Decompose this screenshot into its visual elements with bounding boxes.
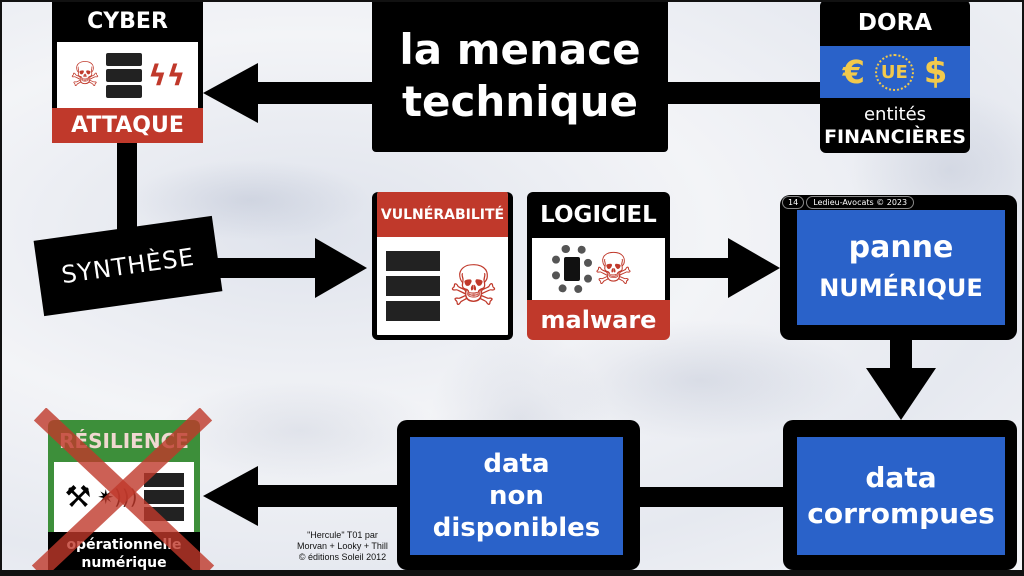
entites-label: entités [863, 103, 927, 125]
arrow-right-to-vulnerabilite [315, 238, 367, 298]
financieres-label: FINANCIÈRES [824, 125, 966, 148]
connector-bottom-left [255, 485, 405, 507]
credit-line3: © éditions Soleil 2012 [298, 552, 387, 562]
data-non-disponibles-box: data non disponibles [397, 420, 640, 570]
dora-box: DORA € UE $ entités FINANCIÈRES [820, 0, 970, 153]
non-dispo-line1: data [483, 449, 550, 479]
operationnelle-label: opérationnelle [66, 537, 182, 553]
arrow-right-to-panne [728, 238, 780, 298]
server-icon [106, 52, 143, 98]
connector-panne-down [890, 338, 912, 373]
logiciel-box: LOGICIEL ☠ malware [527, 192, 670, 340]
corrompues-line1: data [865, 461, 937, 494]
corrompues-line2: corrompues [807, 497, 995, 530]
attaque-label: ATTAQUE [52, 108, 203, 143]
panne-label: panne [848, 229, 954, 265]
euro-icon: € [842, 53, 865, 91]
panne-numerique-box: 14 Ledieu-Avocats © 2023 panne NUMÉRIQUE [780, 195, 1017, 340]
numerique-label: NUMÉRIQUE [819, 273, 983, 302]
server-icon [386, 251, 441, 321]
dora-label: DORA [820, 0, 970, 46]
skull-icon: ☠ [69, 55, 101, 95]
malware-label: malware [527, 300, 670, 340]
chip-icon [551, 245, 592, 293]
image-credit: "Hercule" T01 par Morvan + Looky + Thill… [280, 530, 405, 563]
connector-cyber-synthese [117, 140, 137, 240]
non-dispo-line2: non [489, 481, 544, 511]
title-line1: la menace [399, 25, 641, 74]
page-title: la menace technique [372, 0, 668, 152]
arrow-down-to-corrompues [866, 368, 936, 420]
hammer-icon: ⚒ [64, 479, 92, 515]
title-line2: technique [401, 77, 639, 126]
cyber-attaque-box: CYBER ☠ ϟϟ ATTAQUE [52, 0, 203, 143]
data-corrompues-box: data corrompues [783, 420, 1017, 570]
cross-out-icon [31, 408, 215, 576]
connector-logiciel [668, 258, 738, 278]
arrow-left-to-resilience [203, 466, 258, 526]
logiciel-label: LOGICIEL [527, 192, 670, 238]
skull-icon: ☠ [593, 243, 634, 295]
connector-synthese [215, 258, 325, 278]
dollar-icon: $ [923, 52, 948, 92]
numerique-label: numérique [81, 555, 167, 571]
vulnerabilite-label: VULNÉRABILITÉ [377, 192, 508, 237]
eu-flag: € UE $ [820, 46, 970, 98]
arrow-left-to-cyber [203, 63, 258, 123]
lightning-icon: ϟϟ [148, 58, 186, 92]
connector-bottom [630, 487, 790, 507]
vulnerabilite-box: VULNÉRABILITÉ ☠ [372, 192, 513, 340]
ue-label: UE [874, 53, 914, 91]
slide-number: 14 [782, 196, 805, 209]
non-dispo-line3: disponibles [432, 513, 601, 543]
slide-credit: Ledieu-Avocats © 2023 [806, 196, 915, 209]
cyber-icons: ☠ ϟϟ [52, 42, 203, 108]
credit-line1: "Hercule" T01 par [307, 530, 378, 540]
cyber-label: CYBER [52, 0, 203, 42]
skull-icon: ☠ [448, 253, 499, 319]
credit-line2: Morvan + Looky + Thill [297, 541, 388, 551]
